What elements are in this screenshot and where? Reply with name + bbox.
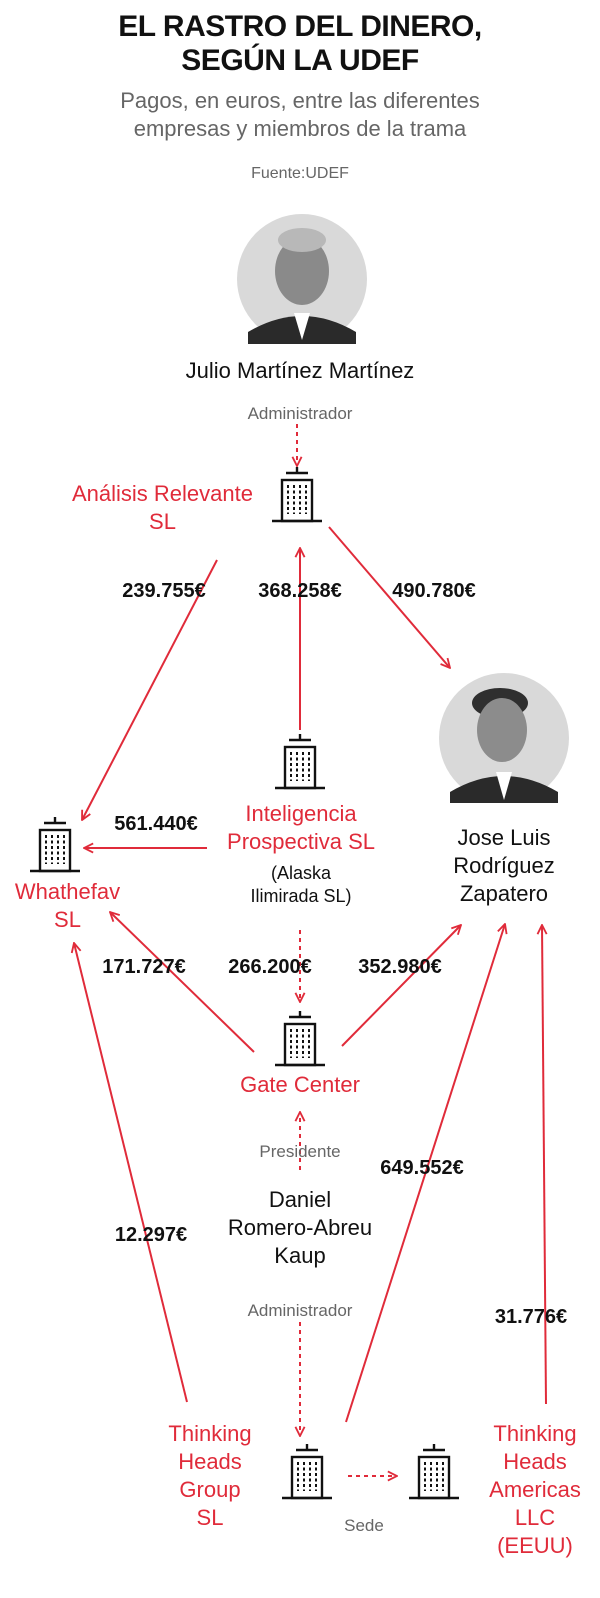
page-subtitle: Pagos, en euros, entre las diferentes em… [120, 88, 480, 141]
amount-analisis-whathefav: 239.755€ [122, 580, 206, 602]
amount-gate-zapatero: 352.980€ [358, 956, 442, 978]
portrait-julio [237, 214, 367, 344]
person-daniel-name: Daniel Romero-Abreu Kaup [227, 1187, 373, 1268]
arrow-thinking-group-zapatero [345, 924, 505, 1423]
amount-analisis-zapatero: 490.780€ [392, 580, 476, 602]
arrow-analisis-whathefav [82, 559, 218, 820]
label-sede: Sede [344, 1516, 384, 1535]
person-zapatero-name: Jose Luis Rodríguez Zapatero [453, 825, 555, 906]
building-icon [273, 1009, 327, 1067]
company-inteligencia-alias: (Alaska Ilimirada SL) [250, 863, 352, 906]
label-julio-administrador: Administrador [247, 404, 353, 423]
building-icon [28, 815, 82, 873]
arrow-gate-whathefav [110, 912, 255, 1053]
label-daniel-administrador: Administrador [247, 1301, 353, 1320]
company-thinking-heads-group: Thinking Heads Group SL [168, 1421, 252, 1530]
amount-gate-whathefav: 171.727€ [102, 956, 186, 978]
amount-thinking-americas-zapatero: 31.776€ [494, 1306, 568, 1328]
building-icon [407, 1442, 461, 1500]
amount-thinking-group-whathefav: 12.297€ [114, 1224, 188, 1246]
amount-inteligencia-gate: 266.200€ [228, 956, 312, 978]
company-thinking-heads-americas: Thinking Heads Americas LLC (EEUU) [489, 1421, 581, 1558]
building-icon [280, 1442, 334, 1500]
company-analisis-relevante: Análisis Relevante SL [72, 481, 253, 534]
arrow-gate-zapatero [341, 925, 461, 1047]
company-gate-center: Gate Center [240, 1072, 360, 1097]
portrait-zapatero [439, 673, 569, 803]
arrow-thinking-americas-zapatero [542, 925, 546, 1405]
arrow-analisis-zapatero [328, 526, 450, 668]
amount-inteligencia-analisis: 368.258€ [258, 580, 342, 602]
amount-inteligencia-whathefav: 561.440€ [114, 813, 198, 835]
amount-thinking-group-zapatero: 649.552€ [380, 1157, 464, 1179]
company-inteligencia-prospectiva: Inteligencia Prospectiva SL [227, 801, 375, 854]
building-icon [273, 732, 327, 790]
label-daniel-presidente: Presidente [259, 1142, 341, 1161]
person-julio-name: Julio Martínez Martínez [185, 358, 415, 383]
source-note: Fuente:UDEF [251, 165, 349, 182]
arrow-thinking-group-whathefav [74, 943, 188, 1403]
page-title: EL RASTRO DEL DINERO, SEGÚN LA UDEF [118, 10, 482, 77]
company-whathefav: Whathefav SL [14, 879, 121, 932]
